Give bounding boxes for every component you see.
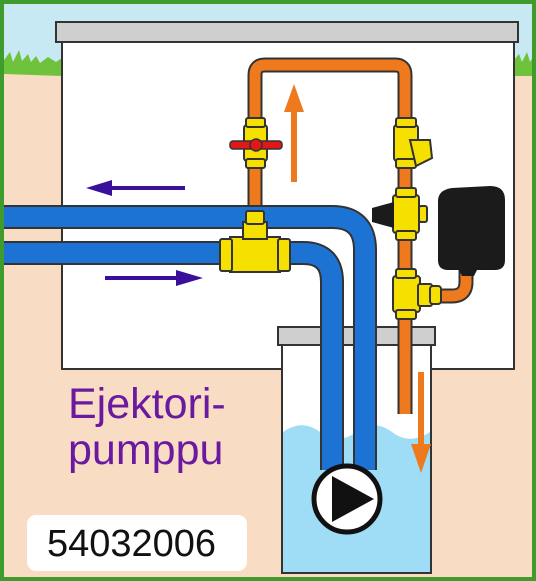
house-roof [55,21,519,43]
product-code-box [27,515,247,571]
arrow-inflow-right [105,270,203,286]
arrow-outflow-left [86,180,185,196]
flow-arrows [86,84,431,473]
arrow-up-orange [284,84,304,182]
pressure-tank-icon [438,186,505,276]
blue-pipe-network [4,205,377,470]
arrow-down-orange [411,372,431,473]
pressure-switch-head [372,202,394,228]
diagram-title-line2: pumppu [68,426,223,474]
product-code: 54032006 [47,523,216,565]
pump-symbol-icon [311,463,383,535]
valve-handle-icon [229,138,283,152]
grass-right [514,52,533,76]
tank-tee-body [392,275,421,313]
orange-pipe-network [247,57,474,414]
ejector-tee-body [229,236,281,273]
grass-left [4,50,62,76]
diagram-title-line1: Ejektori- [68,380,226,428]
pressure-switch-body [392,194,420,234]
